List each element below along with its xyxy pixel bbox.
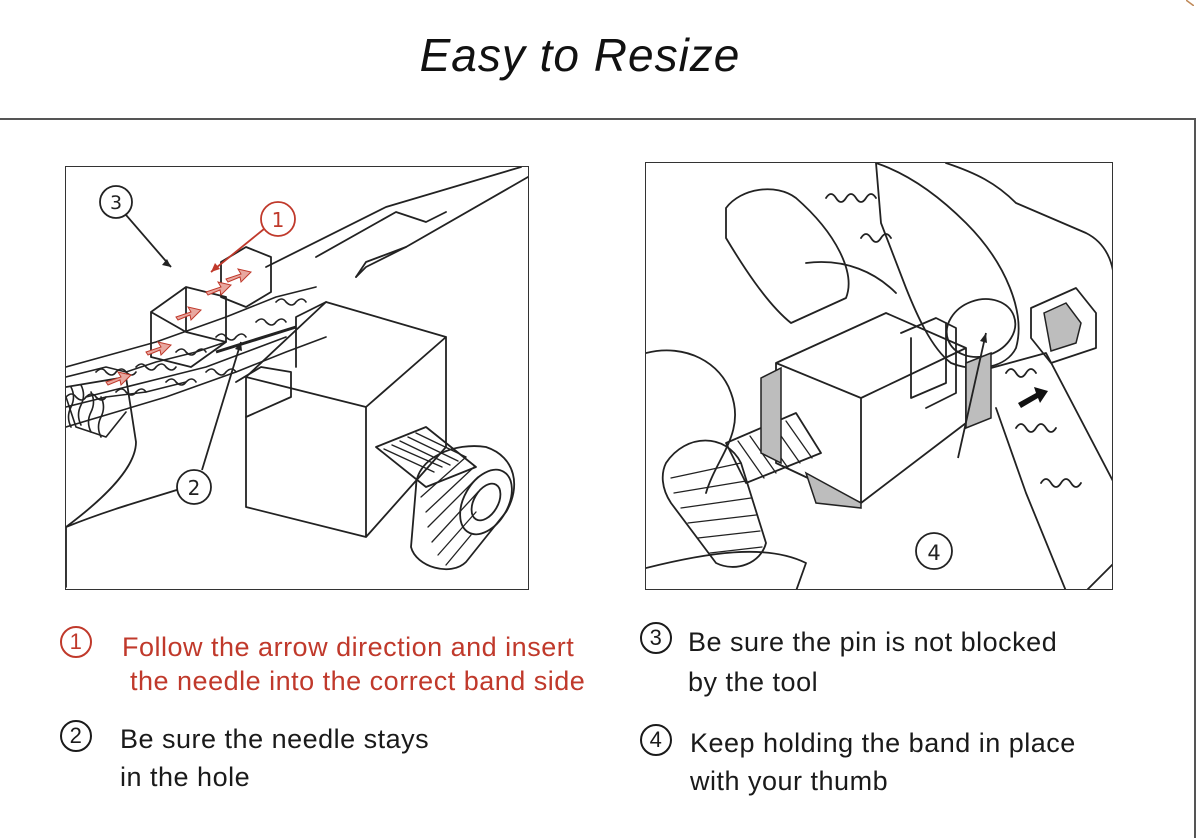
- svg-text:3: 3: [110, 192, 122, 214]
- tool-arm: [266, 167, 528, 277]
- diagram-pin-tool: 3 1 2: [65, 166, 529, 590]
- pin-tool-illustration: 3 1 2: [66, 167, 529, 590]
- tool-body: [776, 313, 966, 503]
- hand-palm: [66, 487, 186, 587]
- callout-1: 1: [211, 202, 295, 272]
- step-1-number-badge: 1: [60, 626, 92, 658]
- step-2-number-badge: 2: [60, 720, 92, 752]
- step-3-number-badge: 3: [640, 622, 672, 654]
- page-title: Easy to Resize: [0, 28, 1160, 82]
- diagram-thumb-hold: 4: [645, 162, 1113, 590]
- svg-text:2: 2: [188, 476, 201, 500]
- step-4-number-badge: 4: [640, 724, 672, 756]
- svg-text:1: 1: [272, 208, 285, 232]
- tool-body: [246, 302, 446, 537]
- step-2-text: Be sure the needle stays in the hole: [120, 720, 429, 796]
- callout-3: 3: [100, 186, 171, 267]
- tool-cube-back: [151, 287, 226, 367]
- finger-left: [726, 189, 849, 323]
- step-4-text: Keep holding the band in place with your…: [690, 724, 1076, 800]
- corner-mark-icon: [1186, 0, 1194, 6]
- push-direction-arrow: [1018, 387, 1048, 408]
- svg-text:4: 4: [927, 541, 940, 565]
- tool-shade-left: [761, 368, 781, 463]
- thumb-hold-illustration: 4: [646, 163, 1113, 590]
- thumb-screw: [376, 427, 476, 487]
- step-1-text: Follow the arrow direction and insert th…: [122, 630, 585, 698]
- tool-shade-bottom: [806, 473, 861, 508]
- step-3-text: Be sure the pin is not blocked by the to…: [688, 622, 1057, 702]
- callout-4: 4: [916, 533, 952, 569]
- thumb-wheel: [411, 446, 514, 569]
